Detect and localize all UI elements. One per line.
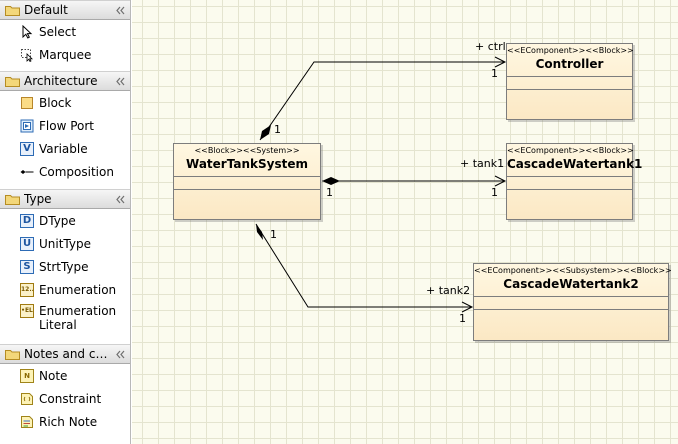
tool-strttype[interactable]: S StrtType [0,255,130,278]
palette-drawer-default: Default Select Marquee [0,0,130,66]
palette-drawer-architecture: Architecture Block Flow Port [0,71,130,183]
navigation-arrow-icon [494,56,507,68]
tool-constraint[interactable]: Constraint [0,387,130,410]
role-label-tank2[interactable]: + tank2 [426,284,471,297]
multiplicity-label[interactable]: 1 [326,186,333,199]
operations-compartment[interactable] [174,189,320,219]
tool-enumeration-literal[interactable]: •EL Enumeration Literal [20,304,117,332]
collapse-drawer-icon[interactable] [115,5,126,16]
multiplicity-label[interactable]: 1 [491,67,498,80]
composition-icon [20,169,34,174]
palette-drawer-notes: Notes and co... N Note Constraint [0,344,130,433]
composition-diamond-icon [256,224,263,240]
drawer-header-architecture[interactable]: Architecture [0,71,130,91]
collapse-drawer-icon[interactable] [115,349,126,360]
navigation-arrow-icon [461,301,474,313]
block-name[interactable]: CascadeWatertank1 [507,157,643,171]
role-label-ctrl[interactable]: + ctrl [475,40,506,53]
folder-icon [5,194,20,205]
pointer-arrow-icon [22,24,33,39]
block-cascadewatertank2[interactable]: <<EComponent>><<Subsystem>><<Block>> Cas… [473,263,672,341]
multiplicity-label[interactable]: 1 [459,312,466,325]
drawer-label: Default [24,3,68,17]
palette-drawer-type: Type D DType U UnitType S StrtType 12.. … [0,189,130,338]
operations-compartment[interactable] [474,309,668,340]
folder-icon [5,76,20,87]
block-cascadewatertank1[interactable]: <<EComponent>><<Block>> CascadeWatertank… [506,143,643,220]
tool-enumeration[interactable]: 12.. Enumeration [20,282,117,297]
collapse-drawer-icon[interactable] [115,76,126,87]
collapse-drawer-icon[interactable] [115,194,126,205]
composition-link-tank1[interactable] [322,175,507,187]
note-icon: N [20,368,34,383]
constraint-icon [21,392,33,405]
stereotype-label: <<EComponent>><<Subsystem>><<Block>> [474,266,672,275]
connections-layer [255,56,507,313]
role-label-tank1[interactable]: + tank1 [460,157,505,170]
block-watertanksystem[interactable]: <<Block>><<System>> WaterTankSystem [173,143,321,220]
composition-diamond-icon [322,177,340,185]
tool-select[interactable]: Select [0,20,130,43]
flow-port-icon [20,119,34,132]
diagram-canvas[interactable]: + ctrl 1 1 + tank1 1 1 + tank2 1 1 <<Blo… [132,0,678,444]
stereotype-label: <<EComponent>><<Block>> [507,146,634,155]
block-controller[interactable]: <<EComponent>><<Block>> Controller [506,43,634,120]
composition-link-tank2[interactable] [255,223,474,313]
tool-note[interactable]: N Note [0,364,130,387]
drawer-header-notes[interactable]: Notes and co... [0,344,130,364]
block-name[interactable]: CascadeWatertank2 [503,277,639,291]
tool-marquee[interactable]: Marquee [0,43,130,66]
tool-composition[interactable]: Composition [0,160,130,183]
tool-dtype[interactable]: D DType [0,209,130,232]
multiplicity-label[interactable]: 1 [274,123,281,136]
enumeration-icon: 12.. [20,282,34,297]
composition-link-ctrl[interactable] [259,56,507,141]
tool-rich-note[interactable]: Rich Note [0,410,130,433]
attributes-compartment[interactable] [507,76,632,89]
tool-block[interactable]: Block [0,91,130,114]
block-name[interactable]: WaterTankSystem [186,157,308,171]
tool-flow-port[interactable]: Flow Port [0,114,130,137]
enumeration-literal-icon: •EL [20,304,34,318]
dtype-icon: D [20,213,34,228]
drawer-header-default[interactable]: Default [0,0,130,20]
block-icon [21,96,33,109]
stereotype-label: <<Block>><<System>> [194,146,300,155]
folder-icon [5,5,20,16]
variable-icon: V [20,141,34,156]
attributes-compartment[interactable] [507,176,632,189]
strttype-icon: S [20,259,34,274]
composition-diamond-icon [260,125,271,140]
attributes-compartment[interactable] [474,296,668,309]
rich-note-icon [21,415,33,428]
stereotype-label: <<EComponent>><<Block>> [507,46,634,55]
multiplicity-label[interactable]: 1 [270,228,277,241]
navigation-arrow-icon [494,175,507,187]
operations-compartment[interactable] [507,189,632,219]
tool-unittype[interactable]: U UnitType [0,232,130,255]
unittype-icon: U [20,236,34,251]
operations-compartment[interactable] [507,89,632,119]
folder-icon [5,349,20,360]
drawer-header-type[interactable]: Type [0,189,130,209]
block-name[interactable]: Controller [535,57,604,71]
tool-variable[interactable]: V Variable [0,137,130,160]
attributes-compartment[interactable] [174,176,320,189]
marquee-icon [21,48,33,62]
palette: Default Select Marquee [0,0,131,444]
multiplicity-label[interactable]: 1 [491,186,498,199]
